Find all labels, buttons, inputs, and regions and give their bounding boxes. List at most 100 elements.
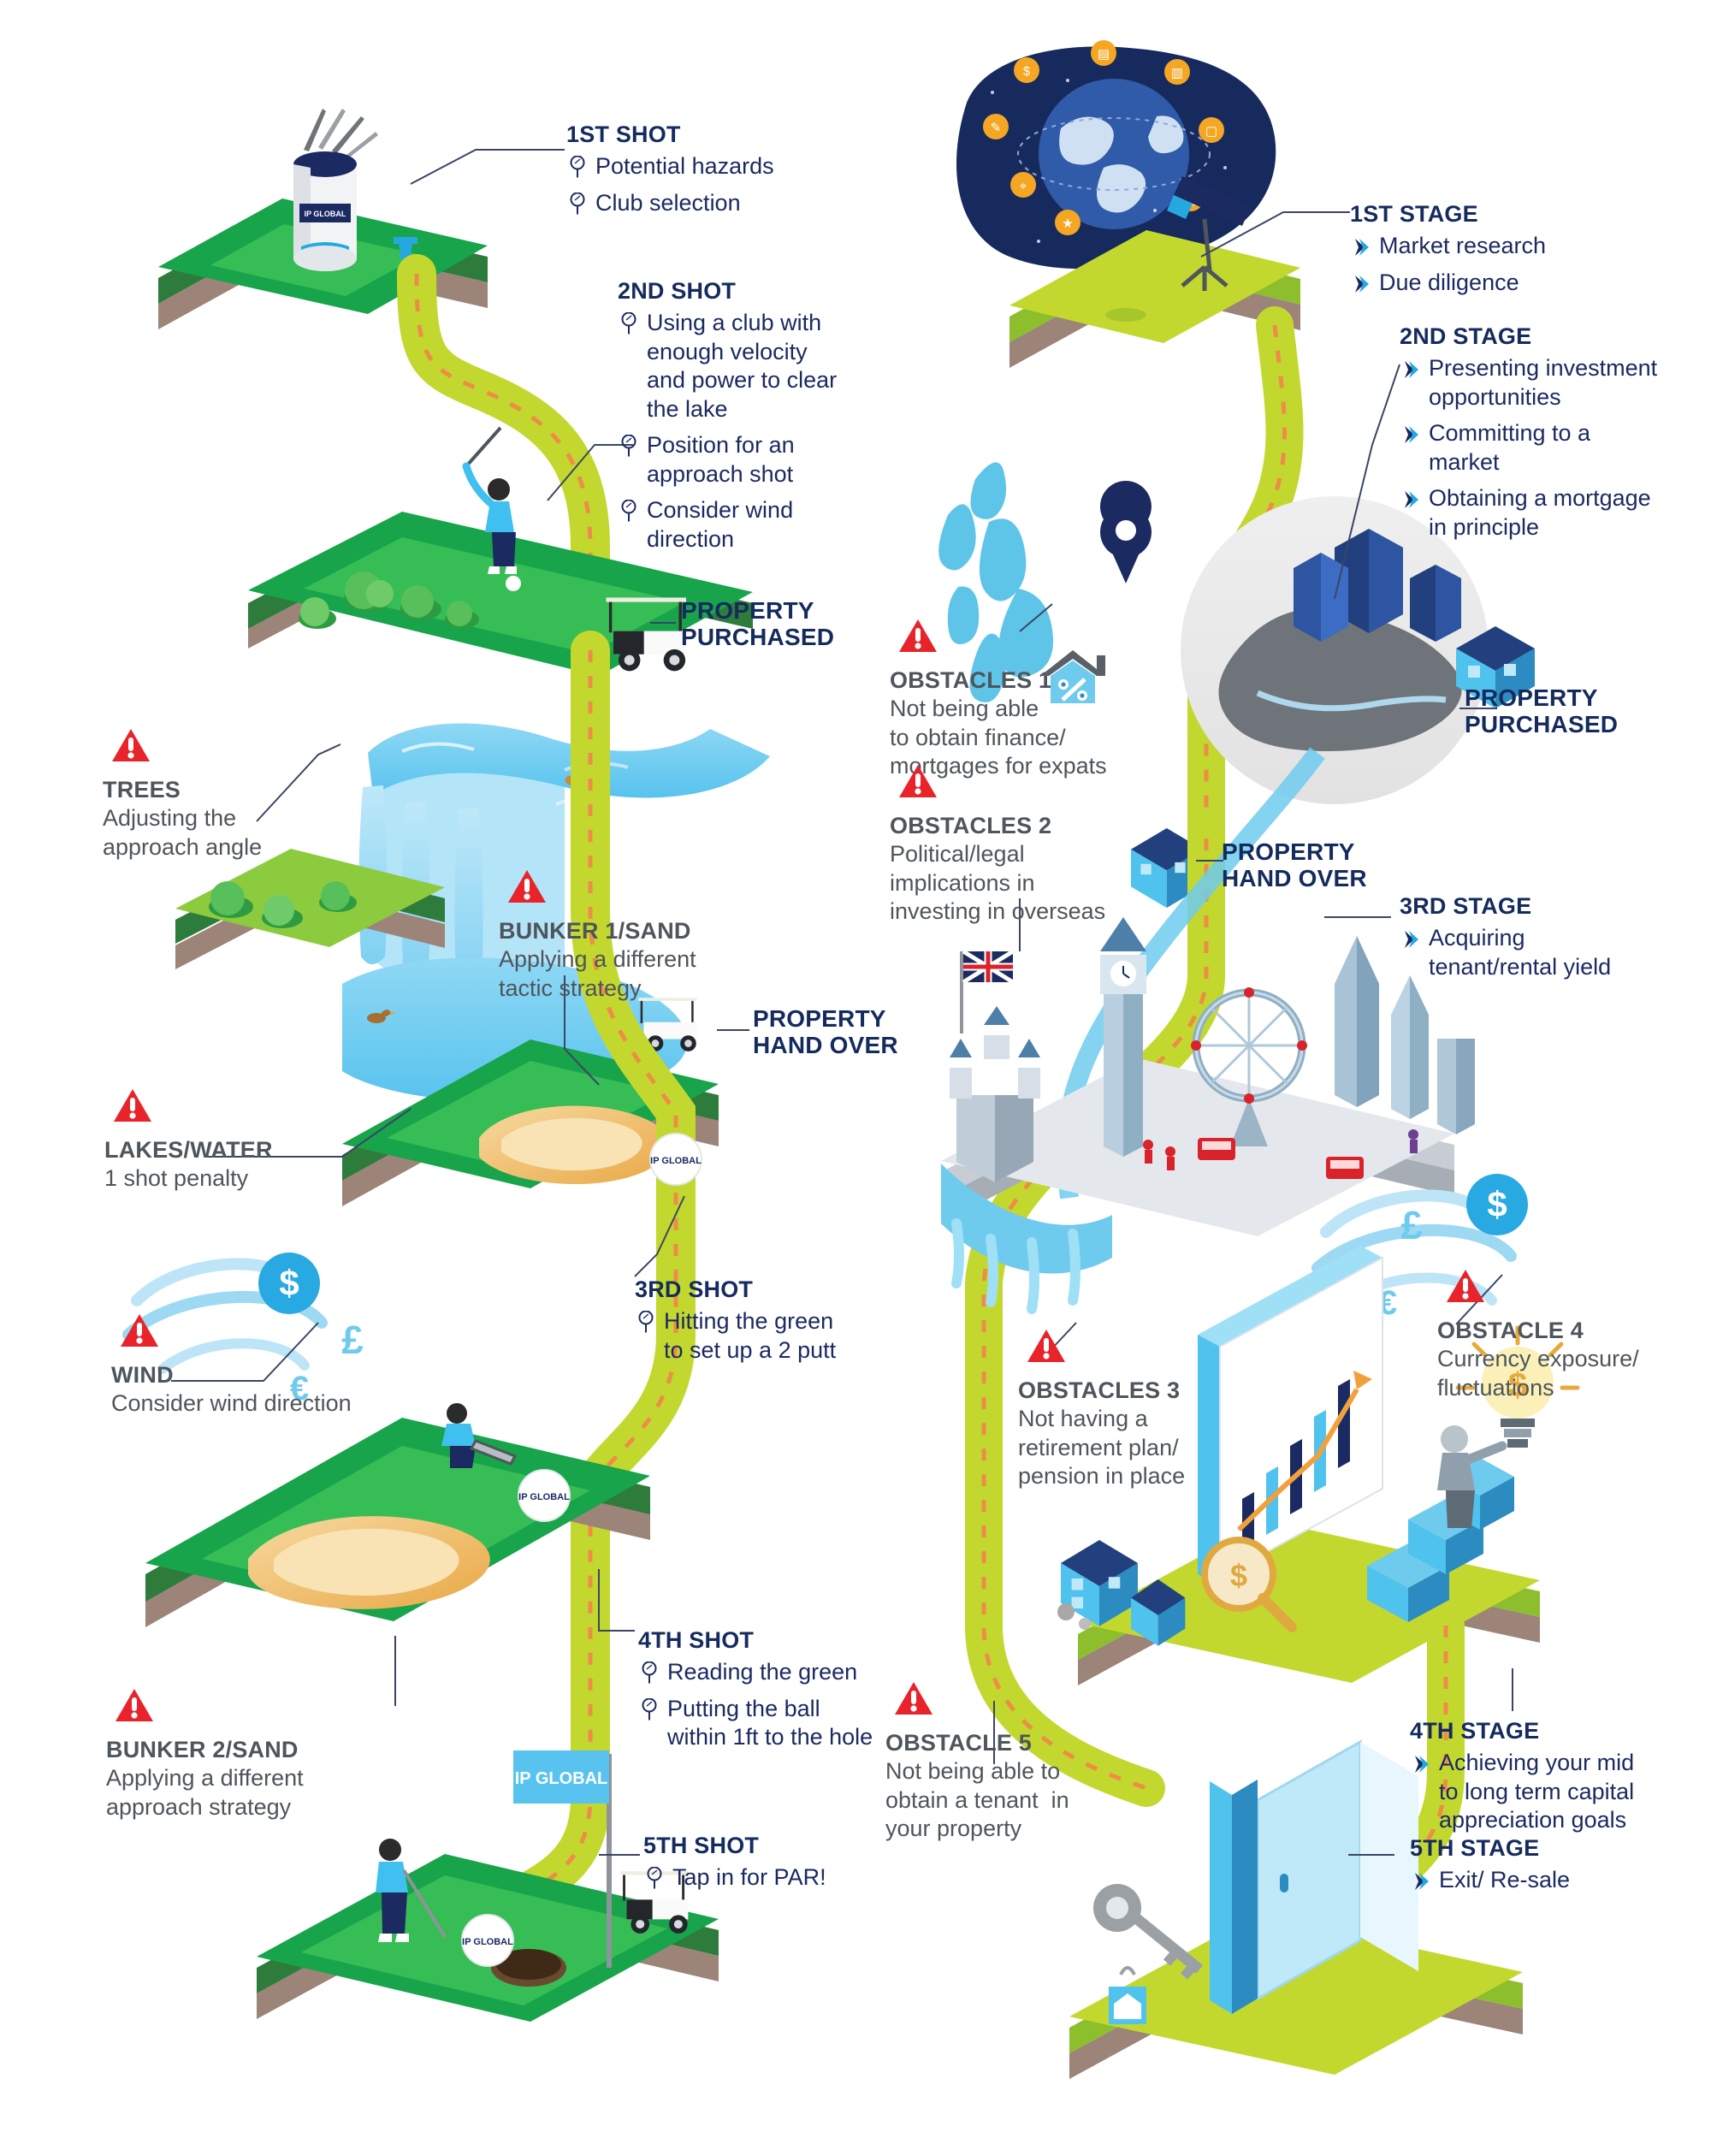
list-item-label: Putting the ball within 1ft to the hole — [667, 1695, 873, 1750]
obstacle-4: OBSTACLE 4 Currency exposure/ fluctuatio… — [1437, 1270, 1639, 1402]
list-item: Hitting the green to set up a 2 putt — [635, 1307, 836, 1365]
svg-text:★: ★ — [1062, 216, 1073, 231]
warning-icon — [1446, 1268, 1485, 1304]
hazard-title: BUNKER 2/SAND — [106, 1737, 299, 1762]
hazard-bunker-1: BUNKER 1/SAND Applying a different tacti… — [499, 870, 696, 1003]
callout-title: 4TH SHOT — [638, 1627, 755, 1653]
golf-tee-icon — [568, 192, 587, 215]
svg-text:✎: ✎ — [991, 121, 1002, 135]
obstacle-3: OBSTACLES 3 Not having a retirement plan… — [1018, 1330, 1185, 1491]
list-item-label: Acquiring tenant/rental yield — [1429, 925, 1612, 980]
warning-icon — [120, 1312, 159, 1348]
svg-text:£: £ — [341, 1318, 364, 1362]
list-item: Due diligence — [1350, 269, 1546, 297]
svg-text:$: $ — [1023, 64, 1031, 79]
chevron-right-icon — [1352, 236, 1371, 257]
chevron-right-icon — [1401, 489, 1420, 509]
golf-tee-icon — [619, 311, 638, 335]
obstacle-title: OBSTACLE 4 — [1437, 1318, 1584, 1343]
svg-text:IP GLOBAL: IP GLOBAL — [462, 1937, 513, 1947]
bullet-list: Using a club with enough velocity and po… — [618, 309, 837, 554]
obstacle-1: OBSTACLES 1 Not being able to obtain fin… — [890, 619, 1107, 781]
svg-text:$: $ — [279, 1263, 299, 1303]
list-item: Club selection — [566, 189, 774, 217]
milestone-label: PROPERTY HAND OVER — [1222, 838, 1367, 892]
callout-3rd-stage: 3RD STAGE Acquiring tenant/rental yield — [1400, 893, 1611, 989]
svg-text:▥: ▥ — [1171, 66, 1183, 80]
hazard-title: WIND — [111, 1362, 174, 1388]
svg-text:▢: ▢ — [1205, 124, 1217, 139]
house-percent-icon — [1037, 647, 1109, 708]
callout-4th-stage: 4TH STAGE Achieving your mid to long ter… — [1410, 1718, 1634, 1843]
golf-tee-icon — [619, 434, 638, 457]
list-item: Position for an approach shot — [618, 431, 837, 489]
callout-title: 5TH STAGE — [1410, 1835, 1540, 1861]
callout-3rd-shot: 3RD SHOT Hitting the green to set up a 2… — [635, 1276, 836, 1372]
bullet-list: Presenting investment opportunities Comm… — [1400, 354, 1657, 542]
hazard-wind: WIND Consider wind direction — [111, 1314, 352, 1419]
golf-tee-icon — [645, 1866, 664, 1889]
bullet-list: Acquiring tenant/rental yield — [1400, 924, 1611, 981]
list-item-label: Achieving your mid to long term capital … — [1439, 1750, 1635, 1833]
hazard-title: BUNKER 1/SAND — [499, 918, 691, 944]
warning-icon — [1027, 1328, 1066, 1364]
chevron-right-icon — [1401, 424, 1420, 444]
svg-text:⌖: ⌖ — [1020, 179, 1027, 193]
golf-tee-icon — [640, 1697, 659, 1721]
golf-tee-icon — [636, 1310, 655, 1333]
callout-2nd-shot: 2ND SHOT Using a club with enough veloci… — [618, 278, 837, 561]
list-item-label: Position for an approach shot — [647, 432, 795, 487]
list-item: Presenting investment opportunities — [1400, 354, 1657, 412]
svg-text:IP GLOBAL: IP GLOBAL — [305, 210, 346, 218]
svg-text:$: $ — [1508, 1366, 1527, 1404]
golf-tee-icon — [568, 155, 587, 178]
obstacle-2: OBSTACLES 2 Political/legal implications… — [890, 765, 1106, 927]
callout-title: 5TH SHOT — [643, 1833, 760, 1858]
obstacle-desc: Not being able to obtain finance/ mortga… — [890, 696, 1107, 779]
bullet-list: Exit/ Re-sale — [1410, 1866, 1570, 1894]
list-item-label: Exit/ Re-sale — [1439, 1867, 1571, 1893]
hazard-trees: TREES Adjusting the approach angle — [103, 729, 262, 862]
list-item: Consider wind direction — [618, 496, 837, 554]
list-item: Exit/ Re-sale — [1410, 1866, 1570, 1894]
list-item: Obtaining a mortgage in principle — [1400, 484, 1657, 542]
milestone-label: PROPERTY HAND OVER — [753, 1005, 898, 1059]
list-item-label: Presenting investment opportunities — [1429, 355, 1658, 410]
warning-icon — [898, 618, 938, 654]
svg-text:IP GLOBAL: IP GLOBAL — [518, 1492, 570, 1502]
list-item: Market research — [1350, 232, 1546, 260]
hazard-desc: 1 shot penalty — [104, 1165, 249, 1192]
list-item-label: Potential hazards — [595, 153, 774, 180]
callout-5th-shot: 5TH SHOT Tap in for PAR! — [643, 1833, 826, 1900]
warning-icon — [115, 1687, 154, 1723]
obstacle-desc: Not being able to obtain a tenant in you… — [885, 1758, 1069, 1842]
chevron-right-icon — [1412, 1870, 1430, 1891]
list-item-label: Consider wind direction — [647, 497, 794, 552]
golf-tee-icon — [619, 499, 638, 522]
list-item-label: Market research — [1379, 233, 1547, 259]
warning-icon — [898, 763, 938, 799]
svg-text:€: € — [290, 1370, 309, 1407]
warning-icon — [111, 727, 151, 763]
callout-title: 3RD STAGE — [1400, 893, 1532, 919]
obstacle-title: OBSTACLE 5 — [885, 1730, 1033, 1756]
callout-5th-stage: 5TH STAGE Exit/ Re-sale — [1410, 1835, 1570, 1903]
list-item-label: Reading the green — [667, 1659, 858, 1685]
list-item: Committing to a market — [1400, 419, 1657, 477]
milestone-label: PROPERTY PURCHASED — [1465, 684, 1619, 738]
milestone-property-handover-property: PROPERTY HAND OVER — [1222, 838, 1367, 892]
list-item-label: Club selection — [595, 189, 741, 216]
bullet-list: Hitting the green to set up a 2 putt — [635, 1307, 836, 1365]
list-item: Using a club with enough velocity and po… — [618, 309, 837, 424]
obstacle-desc: Political/legal implications in investin… — [890, 841, 1106, 925]
svg-text:$: $ — [1230, 1558, 1247, 1593]
list-item: Potential hazards — [566, 152, 774, 181]
bullet-list: Reading the green Putting the ball withi… — [638, 1658, 873, 1751]
hazard-desc: Applying a different tactic strategy — [499, 946, 696, 1001]
callout-1st-stage: 1ST STAGE Market research Due diligence — [1350, 201, 1546, 305]
svg-text:IP GLOBAL: IP GLOBAL — [650, 1156, 702, 1166]
list-item: Acquiring tenant/rental yield — [1400, 924, 1611, 981]
chevron-right-icon — [1401, 928, 1420, 949]
